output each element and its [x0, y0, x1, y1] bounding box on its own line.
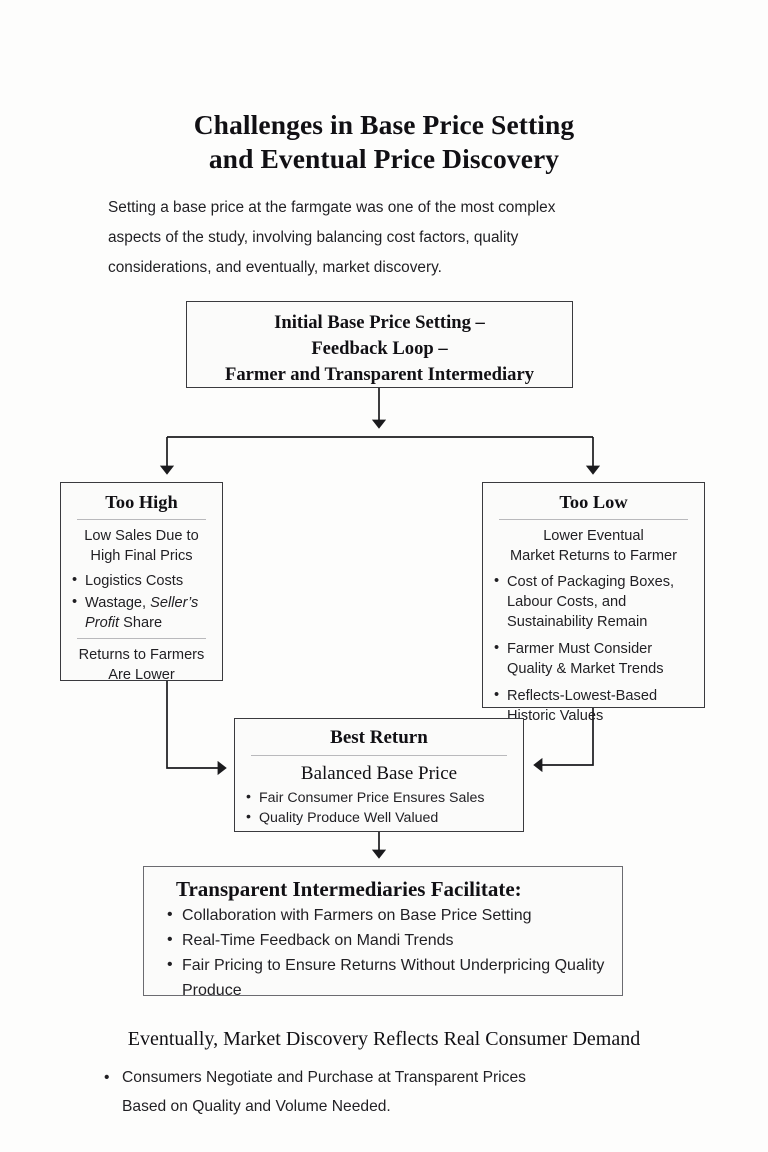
list-item: Logistics Costs [71, 570, 212, 591]
intro-line-3: considerations, and eventually, market d… [108, 259, 442, 276]
bullet-post: Share [119, 615, 163, 631]
list-item: Reflects-Lowest-Based Historic Values [493, 685, 694, 726]
list-item: Cost of Packaging Boxes, Labour Costs, a… [493, 571, 694, 632]
box-too-low-lead: Lower Eventual Market Returns to Farmer [493, 526, 694, 566]
list-item: Collaboration with Farmers on Base Price… [166, 902, 608, 928]
footer-bullet-line-2: Based on Quality and Volume Needed. [122, 1098, 391, 1115]
box-best-return-bullets: Fair Consumer Price Ensures Sales Qualit… [245, 787, 513, 828]
wire-too-high-to-best [166, 681, 227, 776]
page-title-line-1: Challenges in Base Price Setting [193, 109, 575, 140]
box-too-high-divider-bottom [77, 638, 206, 639]
intro-line-1: Setting a base price at the farmgate was… [108, 199, 556, 216]
box-best-return-subheading: Balanced Base Price [300, 763, 458, 784]
box-too-high-bullets: Logistics Costs Wastage, Seller’s Profit… [71, 570, 212, 633]
box-too-low-lead-line-2: Market Returns to Farmer [509, 548, 678, 564]
box-initial-line-1: Initial Base Price Setting – [274, 312, 485, 333]
box-too-high-divider-top [77, 519, 206, 520]
box-too-high-lead-line-1: Low Sales Due to [84, 528, 199, 544]
box-best-return-content: Best Return Balanced Base Price Fair Con… [235, 719, 523, 837]
box-too-high-heading: Too High [105, 492, 178, 512]
intro-line-2: aspects of the study, involving balancin… [108, 229, 519, 246]
page-title-line-2: and Eventual Price Discovery [208, 143, 560, 174]
box-too-high-body: Low Sales Due to High Final Prics Logist… [71, 526, 212, 685]
box-too-low-heading: Too Low [559, 492, 628, 512]
box-facilitate-content: Transparent Intermediaries Facilitate: C… [144, 867, 622, 1011]
box-transparent-intermediaries[interactable]: Transparent Intermediaries Facilitate: C… [143, 866, 623, 999]
footer-heading: Eventually, Market Discovery Reflects Re… [127, 1028, 641, 1050]
box-too-high-lead: Low Sales Due to High Final Prics [71, 526, 212, 566]
box-initial-line-2: Feedback Loop – [311, 338, 448, 359]
box-facilitate-heading: Transparent Intermediaries Facilitate: [176, 877, 522, 901]
box-facilitate-body: Collaboration with Farmers on Base Price… [166, 902, 608, 1003]
box-too-low-body: Lower Eventual Market Returns to Farmer … [493, 526, 694, 726]
footer-bullets: Consumers Negotiate and Purchase at Tran… [102, 1063, 662, 1121]
box-best-return-divider [251, 755, 507, 756]
box-too-high-tail: Returns to Farmers Are Lower [71, 645, 212, 685]
box-best-return[interactable]: Best Return Balanced Base Price Fair Con… [234, 718, 524, 832]
box-too-low-divider [499, 519, 688, 520]
list-item: Quality Produce Well Valued [245, 807, 513, 828]
list-item: Farmer Must Consider Quality & Market Tr… [493, 638, 694, 679]
box-too-low[interactable]: Too Low Lower Eventual Market Returns to… [482, 482, 705, 724]
box-too-low-content: Too Low Lower Eventual Market Returns to… [483, 483, 704, 742]
box-initial-base-price-setting[interactable]: Initial Base Price Setting – Feedback Lo… [186, 301, 573, 388]
list-item: Real-Time Feedback on Mandi Trends [166, 927, 608, 953]
bullet-pre: Wastage, [85, 595, 151, 611]
box-too-high-tail-line-1: Returns to Farmers [78, 647, 205, 663]
box-too-high-tail-line-2: Are Lower [108, 667, 175, 683]
box-best-return-body: Fair Consumer Price Ensures Sales Qualit… [245, 787, 513, 828]
list-item: Consumers Negotiate and Purchase at Tran… [102, 1063, 662, 1121]
box-initial-line-3: Farmer and Transparent Intermediary [224, 364, 534, 385]
box-initial-content: Initial Base Price Setting – Feedback Lo… [187, 302, 572, 396]
intro-paragraph: Setting a base price at the farmgate was… [108, 193, 638, 283]
list-item: Wastage, Seller’s Profit Share [71, 592, 212, 633]
box-too-low-lead-line-1: Lower Eventual [543, 528, 644, 544]
list-item: Fair Consumer Price Ensures Sales [245, 787, 513, 808]
box-too-low-bullets: Cost of Packaging Boxes, Labour Costs, a… [493, 571, 694, 726]
page-title: Challenges in Base Price Setting and Eve… [0, 108, 768, 176]
bullet-italic: Seller’s Profit [85, 595, 199, 631]
footer-bullet-line-1: Consumers Negotiate and Purchase at Tran… [122, 1069, 526, 1086]
box-too-high-content: Too High Low Sales Due to High Final Pri… [61, 483, 222, 694]
box-too-high-lead-line-2: High Final Prics [90, 548, 193, 564]
list-item: Fair Pricing to Ensure Returns Without U… [166, 952, 608, 1003]
box-best-return-heading: Best Return [330, 727, 428, 748]
box-facilitate-bullets: Collaboration with Farmers on Base Price… [166, 902, 608, 1003]
box-too-high[interactable]: Too High Low Sales Due to High Final Pri… [60, 482, 223, 683]
